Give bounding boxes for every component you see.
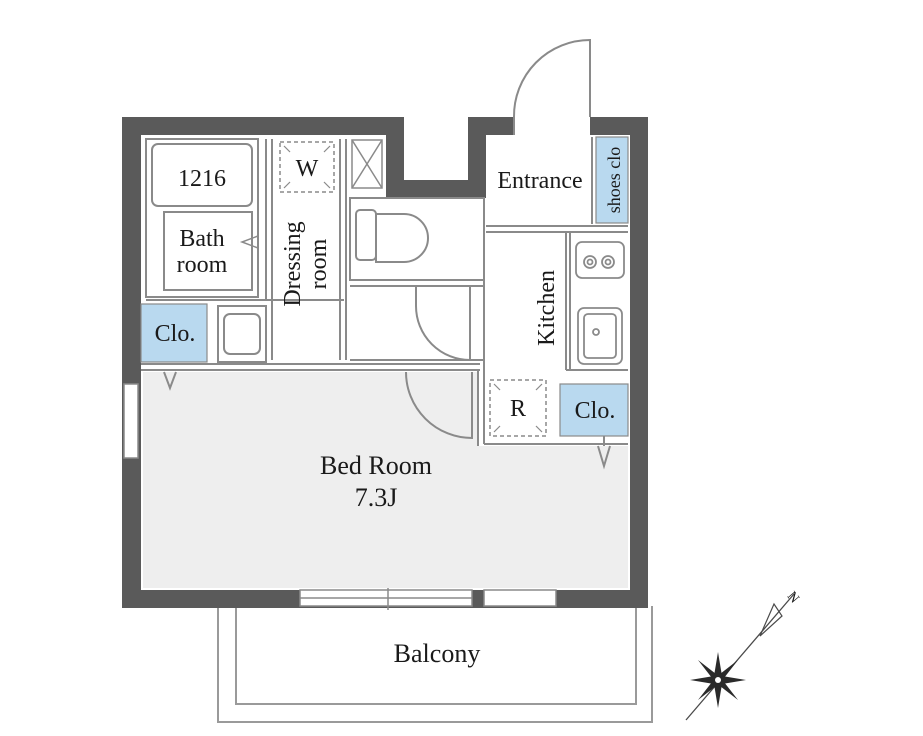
entrance-label: Entrance — [497, 168, 582, 194]
closet-right — [559, 383, 629, 437]
entrance-door — [512, 38, 591, 135]
dressing-label-1: Dressing — [280, 221, 306, 306]
washer-label: W — [296, 156, 319, 182]
closet-right-label: Clo. — [575, 398, 616, 424]
bedroom-label: Bed Room — [320, 451, 432, 480]
left-window — [123, 383, 139, 459]
shoes-closet — [595, 136, 629, 224]
dressing-label-2: room — [306, 238, 332, 289]
bath-size-label: 1216 — [178, 166, 226, 192]
compass-icon: N — [685, 589, 802, 721]
duct-box — [351, 139, 383, 189]
washer-corners — [283, 145, 331, 189]
bedroom-floor-right — [478, 446, 628, 588]
shoes-closet-label: shoes clo — [604, 147, 624, 214]
kitchen-sink — [577, 307, 623, 365]
bath-label-1: Bath — [179, 226, 224, 252]
bath-label-2: room — [177, 252, 228, 278]
bedroom-size-label: 7.3J — [355, 483, 398, 512]
toilet — [355, 209, 429, 263]
cooktop — [575, 241, 625, 279]
fridge-label: R — [510, 396, 526, 422]
closet-left-label: Clo. — [155, 321, 196, 347]
bedroom-windows — [299, 588, 557, 610]
closet-left — [140, 303, 208, 363]
balcony-label: Balcony — [394, 639, 481, 668]
balcony-area — [217, 606, 653, 723]
bath-triangle-icon — [239, 235, 259, 249]
kitchen-label: Kitchen — [534, 270, 560, 346]
bedroom-floor — [143, 372, 478, 588]
fridge-corners — [493, 383, 543, 433]
